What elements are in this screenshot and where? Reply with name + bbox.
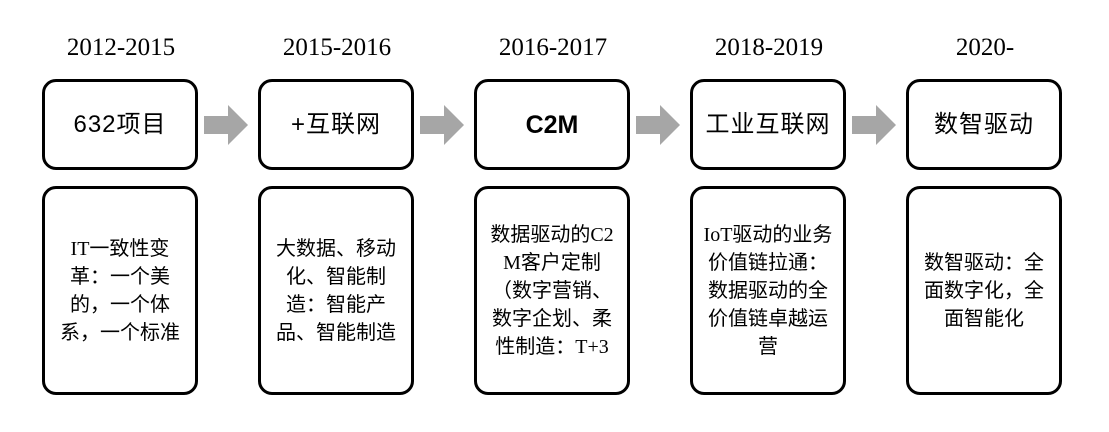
stage-title-text-4: 工业互联网 xyxy=(705,110,831,138)
stage-detail-text-2: 大数据、移动化、智能制造：智能产品、智能制造 xyxy=(276,237,396,344)
stage-column-2: 2015-2016 +互联网 大数据、移动化、智能制造：智能产品、智能制造 xyxy=(258,0,416,432)
stage-detail-box-1[interactable]: IT一致性变革：一个美的，一个体系，一个标准 xyxy=(42,186,198,395)
stage-title-text-1: 632项目 xyxy=(73,110,167,138)
stage-detail-text-3: 数据驱动的C2M客户定制（数字营销、数字企划、柔性制造：T+3 xyxy=(490,223,614,358)
arrow-right-icon-3 xyxy=(636,104,680,146)
stage-detail-box-4[interactable]: IoT驱动的业务价值链拉通：数据驱动的全价值链卓越运营 xyxy=(690,186,846,395)
stage-column-5: 2020- 数智驱动 数智驱动：全面数字化，全面智能化 xyxy=(906,0,1064,432)
stage-title-text-5: 数智驱动 xyxy=(934,110,1034,138)
stage-title-box-1[interactable]: 632项目 xyxy=(42,79,198,170)
stage-title-text-2: +互联网 xyxy=(290,110,381,138)
stage-title-text-3: C2M xyxy=(525,110,579,139)
stage-title-box-5[interactable]: 数智驱动 xyxy=(906,79,1062,170)
stage-detail-box-5[interactable]: 数智驱动：全面数字化，全面智能化 xyxy=(906,186,1062,395)
stage-title-box-2[interactable]: +互联网 xyxy=(258,79,414,170)
stage-detail-box-3[interactable]: 数据驱动的C2M客户定制（数字营销、数字企划、柔性制造：T+3 xyxy=(474,186,630,395)
stage-column-3: 2016-2017 C2M 数据驱动的C2M客户定制（数字营销、数字企划、柔性制… xyxy=(474,0,632,432)
stage-detail-text-1: IT一致性变革：一个美的，一个体系，一个标准 xyxy=(60,237,180,344)
stage-title-box-4[interactable]: 工业互联网 xyxy=(690,79,846,170)
stage-detail-text-4: IoT驱动的业务价值链拉通：数据驱动的全价值链卓越运营 xyxy=(703,223,833,358)
stage-detail-box-2[interactable]: 大数据、移动化、智能制造：智能产品、智能制造 xyxy=(258,186,414,395)
arrow-right-icon-2 xyxy=(420,104,464,146)
stage-header-1: 2012-2015 xyxy=(66,34,176,61)
stage-header-3: 2016-2017 xyxy=(498,34,608,61)
arrow-right-icon-4 xyxy=(852,104,896,146)
stage-title-box-3[interactable]: C2M xyxy=(474,79,630,170)
arrow-right-icon-1 xyxy=(204,104,248,146)
stage-column-1: 2012-2015 632项目 IT一致性变革：一个美的，一个体系，一个标准 xyxy=(42,0,200,432)
stage-header-4: 2018-2019 xyxy=(714,34,824,61)
stage-detail-text-5: 数智驱动：全面数字化，全面智能化 xyxy=(924,251,1044,330)
stage-column-4: 2018-2019 工业互联网 IoT驱动的业务价值链拉通：数据驱动的全价值链卓… xyxy=(690,0,848,432)
stage-header-2: 2015-2016 xyxy=(282,34,392,61)
stage-header-5: 2020- xyxy=(955,34,1015,61)
